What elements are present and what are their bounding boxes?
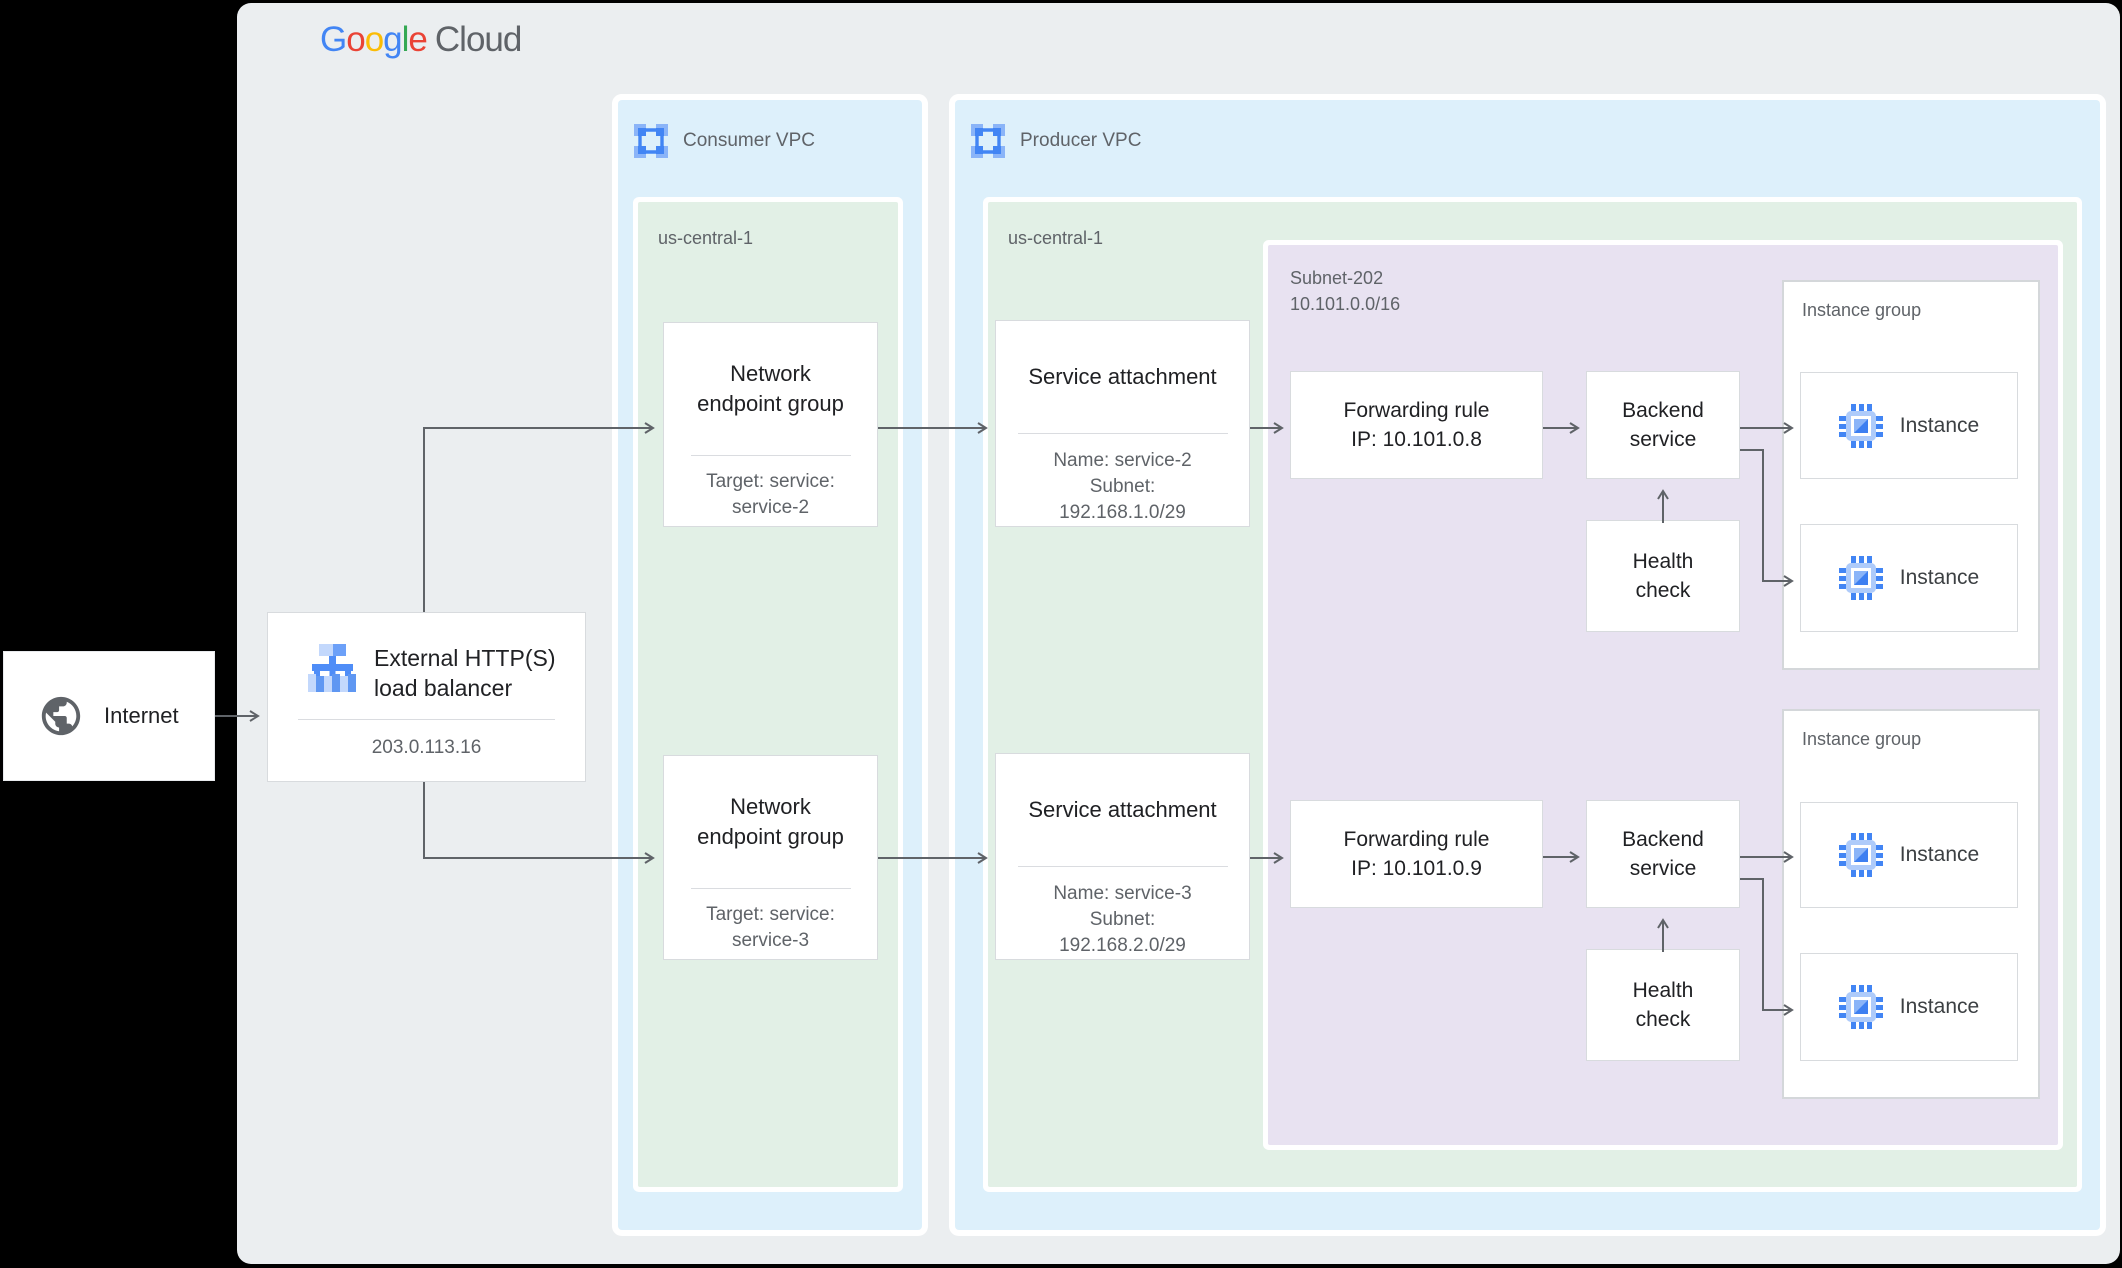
load-balancer-icon — [308, 644, 356, 692]
sa-2-title: Service attachment — [1028, 797, 1217, 822]
divider — [298, 719, 555, 720]
health-check-1: Health check — [1586, 520, 1740, 632]
divider — [690, 888, 851, 889]
consumer-region: us-central-1 Network endpoint group Targ… — [638, 202, 898, 1187]
sa-1-detail: Name: service-2 Subnet: 192.168.1.0/29 — [1053, 450, 1192, 523]
logo-letter: G — [320, 20, 347, 59]
consumer-vpc-container: Consumer VPC us-central-1 Network endpoi… — [618, 100, 922, 1230]
instance-2: Instance — [1800, 524, 2018, 632]
service-attachment-2: Service attachment Name: service-3 Subne… — [995, 753, 1250, 960]
network-endpoint-group-2: Network endpoint group Target: service: … — [663, 755, 878, 960]
neg-1-target: Target: service: service-2 — [706, 471, 835, 518]
subnet-label: Subnet-202 10.101.0.0/16 — [1290, 268, 1401, 314]
internet-label: Internet — [104, 703, 179, 728]
forwarding-rule-1: Forwarding rule IP: 10.101.0.8 — [1290, 371, 1543, 479]
logo-letter: o — [364, 20, 384, 59]
producer-vpc-header: Producer VPC — [969, 122, 1141, 160]
fr-2-text: Forwarding rule IP: 10.101.0.9 — [1343, 828, 1490, 880]
logo-letter: l — [401, 20, 410, 59]
globe-icon — [41, 696, 81, 736]
producer-vpc-container: Producer VPC us-central-1 Service attach… — [955, 100, 2100, 1230]
lb-title: External HTTP(S) load balancer — [374, 645, 556, 701]
subnet-202: Subnet-202 10.101.0.0/16 Forwarding rule… — [1268, 245, 2058, 1145]
producer-region: us-central-1 Service attachment Name: se… — [988, 202, 2077, 1187]
backend-service-1: Backend service — [1586, 371, 1740, 479]
divider — [1017, 866, 1228, 867]
hc-1-text: Health check — [1632, 550, 1694, 602]
lb-ip: 203.0.113.16 — [371, 737, 482, 758]
forwarding-rule-2: Forwarding rule IP: 10.101.0.9 — [1290, 800, 1543, 908]
network-endpoint-group-1: Network endpoint group Target: service: … — [663, 322, 878, 527]
producer-vpc-label: Producer VPC — [1020, 130, 1142, 151]
compute-chip-icon — [1838, 833, 1883, 877]
instance-group-1: Instance group Instance Instance — [1782, 280, 2040, 670]
instance-3: Instance — [1800, 802, 2018, 908]
logo-letter: g — [383, 20, 402, 59]
logo-letter: o — [346, 20, 365, 59]
backend-service-2: Backend service — [1586, 800, 1740, 908]
vpc-icon — [632, 122, 670, 160]
fr-1-text: Forwarding rule IP: 10.101.0.8 — [1343, 399, 1490, 451]
sa-2-detail: Name: service-3 Subnet: 192.168.2.0/29 — [1053, 883, 1192, 956]
health-check-2: Health check — [1586, 949, 1740, 1061]
divider — [1017, 433, 1228, 434]
consumer-vpc-header: Consumer VPC — [632, 122, 815, 160]
internet-node: Internet — [3, 651, 215, 781]
be-2-text: Backend service — [1622, 828, 1704, 880]
consumer-region-label: us-central-1 — [658, 228, 754, 248]
neg-2-title: Network endpoint group — [697, 794, 844, 849]
neg-2-target: Target: service: service-3 — [706, 904, 835, 951]
compute-chip-icon — [1838, 403, 1883, 448]
instance-4: Instance — [1800, 953, 2018, 1061]
logo-cloud-text: Cloud — [434, 20, 522, 59]
neg-1-title: Network endpoint group — [697, 361, 844, 416]
compute-chip-icon — [1838, 556, 1883, 600]
instance-1: Instance — [1800, 372, 2018, 479]
divider — [690, 455, 851, 456]
producer-region-label: us-central-1 — [1008, 228, 1104, 248]
be-1-text: Backend service — [1622, 399, 1704, 451]
instance-group-2: Instance group Instance Instance — [1782, 709, 2040, 1099]
hc-2-text: Health check — [1632, 979, 1694, 1031]
load-balancer-node: External HTTP(S) load balancer 203.0.113… — [267, 612, 586, 782]
compute-chip-icon — [1838, 985, 1883, 1029]
lb-header: External HTTP(S) load balancer — [268, 613, 585, 703]
consumer-vpc-label: Consumer VPC — [683, 130, 815, 151]
service-attachment-1: Service attachment Name: service-2 Subne… — [995, 320, 1250, 527]
vpc-icon — [969, 122, 1007, 160]
logo-letter: e — [408, 20, 427, 59]
sa-1-title: Service attachment — [1028, 364, 1217, 389]
